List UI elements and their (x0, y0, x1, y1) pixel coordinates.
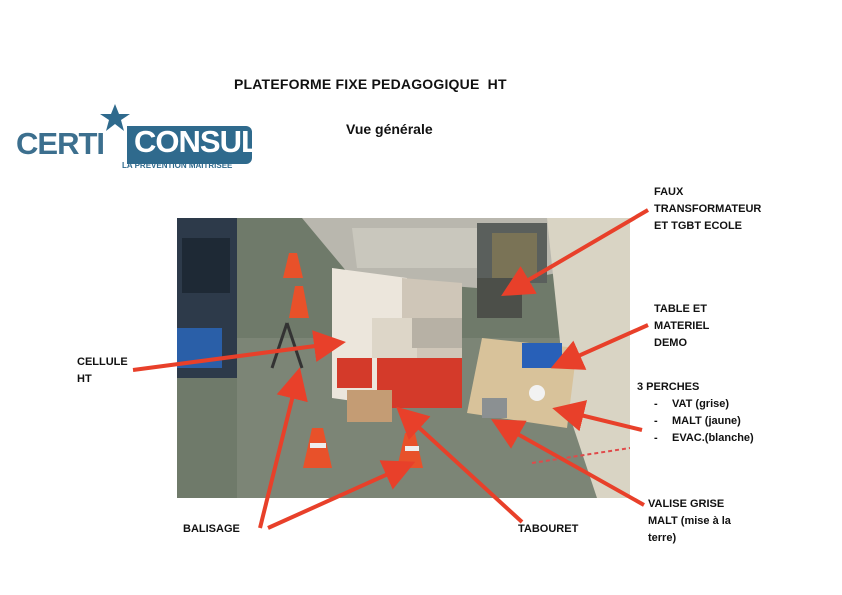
label-cellule: CELLULE HT (77, 354, 128, 388)
label-tabouret: TABOURET (518, 523, 579, 535)
label-table-line-2: MATERIEL (654, 320, 710, 332)
label-transformer-line-1: FAUX (654, 186, 684, 198)
arrow-perches (552, 400, 643, 432)
list-dash: - (654, 415, 658, 427)
label-perches-title: 3 PERCHES (637, 381, 700, 393)
logo-banner (127, 126, 252, 164)
logo-tagline: LA PRÉVENTION MAÎTRISÉE (122, 161, 233, 170)
list-item: - VAT (grise) (654, 396, 754, 413)
perches-list: - VAT (grise) - MALT (jaune) - EVAC.(blanch… (654, 396, 754, 447)
arrow-balisage-1 (258, 367, 308, 529)
certi-consult-logo: CERTI CONSULT LA PRÉVENTION MAÎTRISÉE (16, 104, 276, 174)
list-item: - EVAC.(blanche) (654, 430, 754, 447)
label-valise-line-2: MALT (mise à la (648, 515, 731, 527)
list-item: - MALT (jaune) (654, 413, 754, 430)
label-cellule-line-1: CELLULE (77, 356, 128, 368)
arrow-table (550, 323, 649, 370)
list-dash: - (654, 432, 658, 444)
label-transformer: FAUX TRANSFORMATEUR ET TGBT ECOLE (654, 184, 761, 235)
label-valise: VALISE GRISE MALT (mise à la terre) (648, 496, 731, 547)
arrow-cellule (132, 330, 346, 372)
arrow-transformer (501, 208, 650, 297)
label-valise-line-3: terre) (648, 532, 677, 544)
logo-word-certi: CERTI (16, 126, 105, 161)
star-icon (100, 104, 130, 131)
label-balisage: BALISAGE (183, 523, 240, 535)
arrow-balisage-2 (267, 460, 416, 530)
page-title: PLATEFORME FIXE PEDAGOGIQUE HT (234, 76, 507, 92)
perche-evac: EVAC.(blanche) (672, 432, 754, 444)
label-table-line-1: TABLE ET (654, 303, 707, 315)
page-subtitle: Vue générale (346, 121, 433, 137)
list-dash: - (654, 398, 658, 410)
perche-vat: VAT (grise) (672, 398, 730, 410)
label-transformer-line-3: ET TGBT ECOLE (654, 220, 742, 232)
arrow-valise (491, 419, 645, 507)
label-transformer-line-2: TRANSFORMATEUR (654, 203, 762, 215)
perche-malt: MALT (jaune) (672, 415, 741, 427)
label-valise-line-1: VALISE GRISE (648, 498, 725, 510)
label-table: TABLE ET MATERIEL DEMO (654, 301, 709, 352)
arrow-tabouret (396, 406, 524, 524)
logo-word-consult: CONSULT (134, 124, 276, 159)
label-cellule-line-2: HT (77, 373, 92, 385)
label-table-line-3: DEMO (654, 337, 687, 349)
